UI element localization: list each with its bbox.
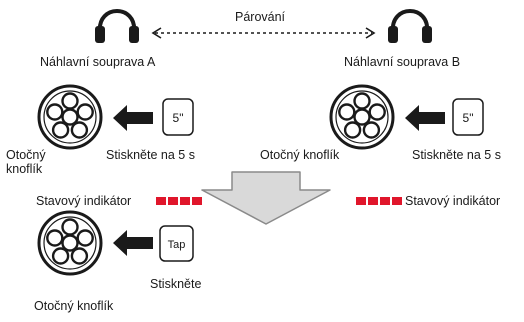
pairing-label: Párování [235, 10, 286, 24]
headphones-icon-b [386, 9, 434, 45]
knob-label-a: Otočný knoflík [6, 148, 46, 176]
headphones-icon-a [93, 9, 141, 45]
status-indicator-label-a: Stavový indikátor [36, 194, 132, 208]
press-arrow-icon-a [113, 105, 153, 131]
down-arrow-icon [201, 171, 331, 225]
headset-b-title: Náhlavní souprava B [344, 55, 461, 69]
button-text-step2: Tap [168, 239, 186, 251]
rotary-knob-icon-step2 [37, 210, 103, 276]
press-label-b: Stiskněte na 5 s [412, 148, 501, 162]
button-text-b: 5" [463, 111, 474, 125]
status-indicator-label-b: Stavový indikátor [405, 194, 501, 208]
headset-a-title: Náhlavní souprava A [40, 55, 156, 69]
step2-knob-label: Otočný knoflík [34, 299, 114, 313]
button-box-step2 [159, 225, 194, 262]
knob-label-b: Otočný knoflík [260, 148, 340, 162]
led-indicator-icon-a [156, 197, 202, 205]
press-label-a: Stiskněte na 5 s [106, 148, 195, 162]
press-arrow-icon-b [405, 105, 445, 131]
rotary-knob-icon-a [37, 84, 103, 150]
press-arrow-icon-step2 [113, 230, 153, 256]
button-box-a [162, 98, 194, 136]
button-box-b [452, 98, 484, 136]
step2-press-label: Stiskněte [150, 277, 202, 291]
led-indicator-icon-b [356, 197, 402, 205]
rotary-knob-icon-b [329, 84, 395, 150]
button-text-a: 5" [173, 111, 184, 125]
pairing-link-arrow [151, 27, 376, 39]
